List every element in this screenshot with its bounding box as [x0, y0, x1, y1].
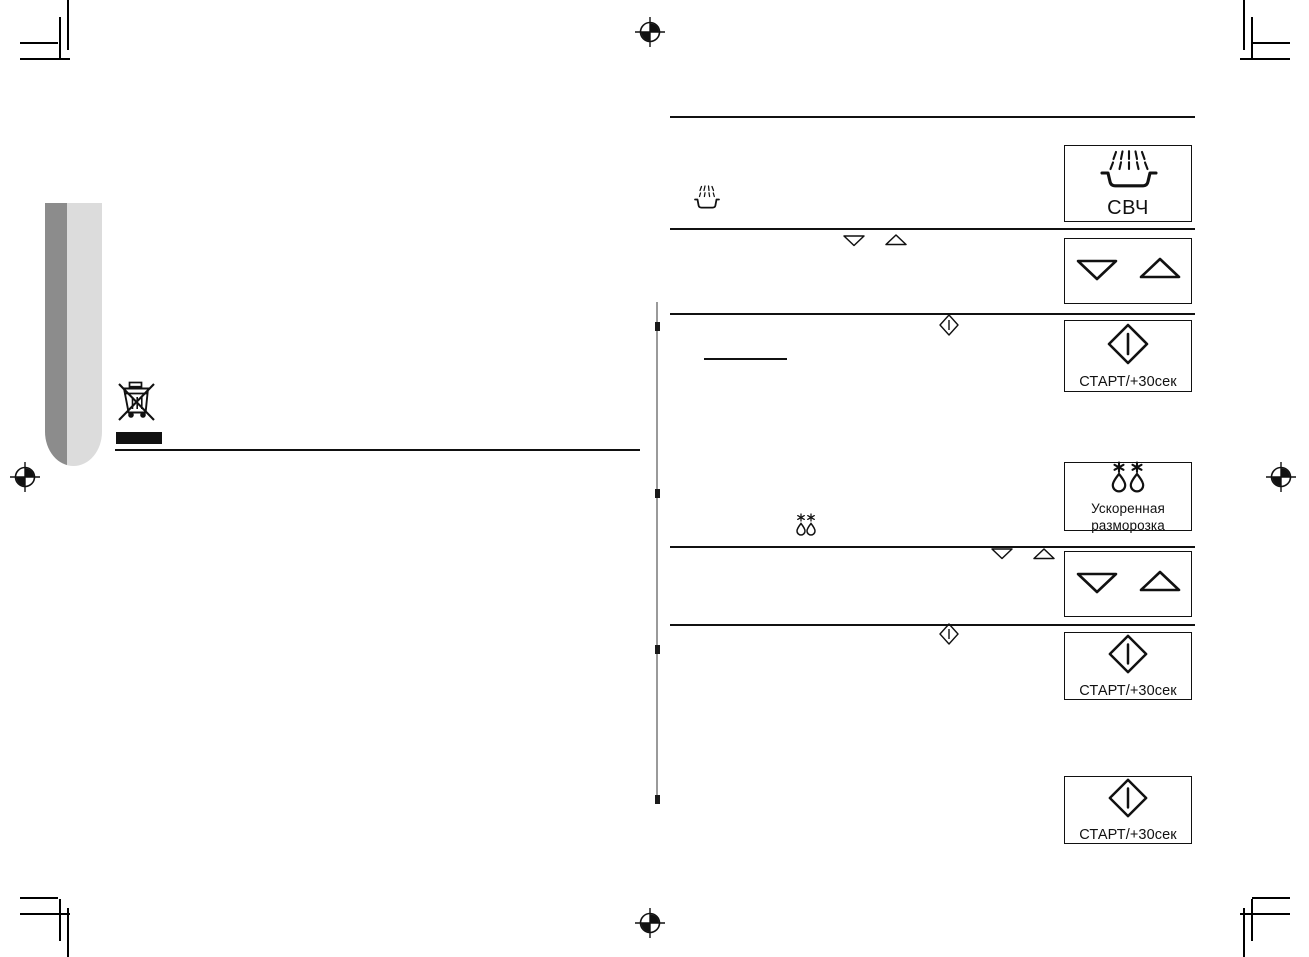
triangle-down-icon: [842, 233, 866, 252]
divider-tick: [655, 795, 660, 804]
button-quick-defrost[interactable]: Ускоренная разморозка: [1064, 460, 1192, 533]
button-adjust-arrows[interactable]: [1064, 238, 1192, 304]
button-microwave[interactable]: СВЧ: [1064, 145, 1192, 222]
snowflake-droplet-icon: [1103, 460, 1153, 499]
crop-mark: [1251, 899, 1253, 941]
divider-tick: [655, 489, 660, 498]
chapter-tab-light-band: [67, 203, 102, 466]
chapter-tab-dark-band: [45, 203, 67, 466]
crop-mark: [1252, 897, 1290, 899]
divider-tick: [655, 645, 660, 654]
horizontal-rule: [670, 116, 1195, 118]
button-start-1[interactable]: СТАРТ/+30сек: [1064, 320, 1192, 392]
horizontal-rule: [115, 449, 640, 451]
crop-mark: [1243, 908, 1245, 957]
start-diamond-icon: [1107, 777, 1149, 824]
start-diamond-icon: [1106, 322, 1150, 371]
crop-mark: [20, 58, 70, 60]
button-label: СТАРТ/+30сек: [1079, 826, 1177, 843]
triangle-up-icon: [884, 233, 908, 252]
microwave-dish-icon: [692, 184, 722, 215]
triangle-down-icon[interactable]: [1075, 569, 1119, 600]
redaction-bar: [116, 432, 162, 444]
crossed-out-wheelie-bin-icon: [117, 379, 157, 425]
crop-mark: [59, 17, 61, 59]
registration-target: [8, 460, 42, 494]
instruction-column: СВЧ СТАРТ/+30сек: [670, 0, 1195, 957]
crop-mark: [1240, 58, 1290, 60]
divider-tick: [655, 322, 660, 331]
button-adjust-arrows-2[interactable]: [1064, 551, 1192, 617]
registration-target: [1264, 460, 1298, 494]
crop-mark: [1251, 17, 1253, 59]
triangle-up-icon[interactable]: [1138, 569, 1182, 600]
crop-mark: [1252, 42, 1290, 44]
crop-mark: [20, 913, 70, 915]
column-divider: [656, 302, 659, 802]
triangle-up-icon: [1032, 547, 1056, 566]
button-label: СТАРТ/+30сек: [1079, 682, 1177, 699]
button-start-2[interactable]: СТАРТ/+30сек: [1064, 632, 1192, 700]
short-underline: [704, 358, 787, 360]
button-label-line2: разморозка: [1091, 518, 1165, 533]
chapter-tab: [45, 203, 102, 466]
start-diamond-icon: [1107, 633, 1149, 680]
button-label-line1: Ускоренная: [1091, 500, 1165, 516]
triangle-up-icon[interactable]: [1138, 256, 1182, 287]
crop-mark: [67, 0, 69, 50]
registration-target: [633, 906, 667, 940]
button-label: СВЧ: [1107, 196, 1149, 219]
button-start-3[interactable]: СТАРТ/+30сек: [1064, 776, 1192, 844]
crop-mark: [20, 42, 58, 44]
registration-target: [633, 15, 667, 49]
crop-mark: [20, 897, 58, 899]
microwave-dish-icon: [1097, 148, 1159, 195]
crop-mark: [67, 908, 69, 957]
horizontal-rule: [670, 546, 1195, 548]
horizontal-rule: [670, 624, 1195, 626]
crop-mark: [1243, 0, 1245, 50]
crop-mark: [59, 899, 61, 941]
horizontal-rule: [670, 228, 1195, 230]
snowflake-droplet-icon: [792, 512, 820, 543]
start-diamond-icon: [938, 313, 960, 342]
start-diamond-icon: [938, 622, 960, 651]
triangle-down-icon: [990, 546, 1014, 565]
triangle-down-icon[interactable]: [1075, 256, 1119, 287]
crop-mark: [1240, 913, 1290, 915]
button-label: СТАРТ/+30сек: [1079, 373, 1177, 390]
horizontal-rule: [670, 313, 1195, 315]
